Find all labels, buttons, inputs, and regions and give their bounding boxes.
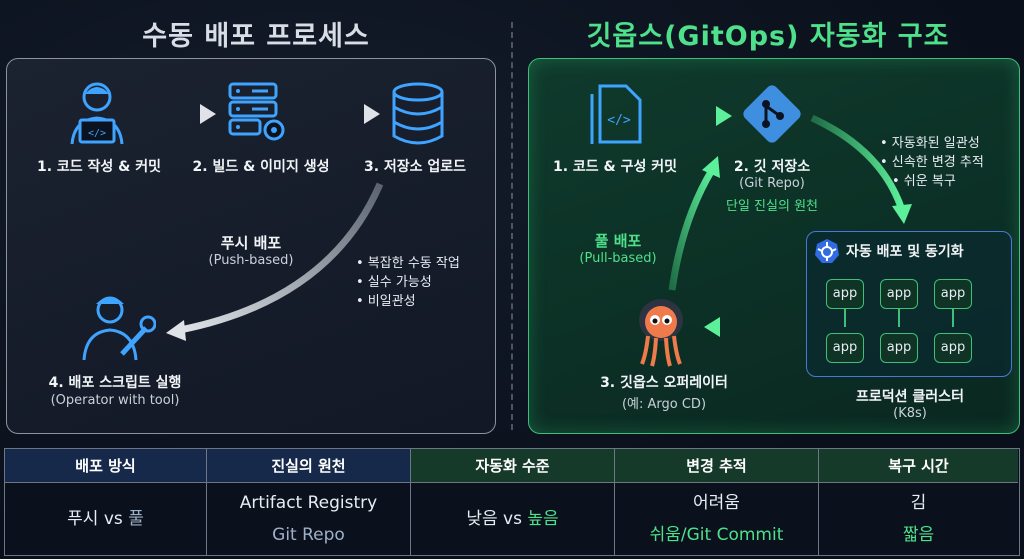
app-pod: app	[826, 279, 864, 309]
table-cell-text: 낮음 vs 높음	[466, 503, 558, 535]
comparison-table: 배포 방식 진실의 원천 자동화 수준 변경 추적 복구 시간 푸시 vs 풀 …	[4, 448, 1020, 556]
gitops-section-title: 깃옵스(GitOps) 자동화 구조	[586, 21, 950, 52]
gitops-step2-label: 2. 깃 저장소	[733, 159, 811, 175]
gitops-benefit-item: • 쉬운 복구	[892, 174, 956, 189]
svg-text:</>: </>	[88, 128, 106, 139]
cluster-sub: (K8s)	[893, 406, 927, 421]
build-server-icon	[228, 82, 285, 141]
manual-drawback-item: • 실수 가능성	[356, 275, 432, 290]
gitops-flow-arrows	[654, 106, 912, 337]
manual-section-title: 수동 배포 프로세스	[142, 21, 370, 52]
app-pod: app	[880, 279, 918, 309]
gitops-step2-sub: (Git Repo)	[739, 176, 805, 191]
manual-step3-label: 3. 저장소 업로드	[363, 159, 467, 175]
manual-value: 김	[910, 493, 927, 513]
gitops-benefit-item: • 신속한 변경 추적	[880, 155, 984, 170]
manual-drawback-item: • 비일관성	[356, 294, 416, 309]
git-logo-icon	[743, 85, 801, 143]
manual-step2-label: 2. 빌드 & 이미지 생성	[192, 159, 330, 175]
manual-flow-arrows	[142, 104, 384, 341]
manual-step1-label: 1. 코드 작성 & 커밋	[36, 159, 162, 175]
gitops-value: Git Repo	[272, 525, 345, 545]
table-cell: 김 짧음	[819, 483, 1018, 555]
manual-drawbacks-list: • 복잡한 수동 작업 • 실수 가능성 • 비일관성	[356, 254, 460, 311]
gitops-step1-label: 1. 코드 & 구성 커밋	[552, 159, 678, 175]
manual-step4-sub: (Operator with tool)	[50, 393, 180, 408]
section-divider	[511, 22, 513, 430]
gitops-benefits-list: • 자동화된 일관성 • 신속한 변경 추적 • 쉬운 복구	[880, 134, 984, 191]
table-cell: 어려움 쉬움/Git Commit	[615, 483, 819, 555]
app-connector	[898, 309, 900, 327]
push-deploy-label: 푸시 배포	[220, 234, 282, 252]
manual-value: Artifact Registry	[239, 493, 378, 513]
table-cell-text: 푸시 vs 풀	[67, 503, 144, 535]
table-header: 진실의 원천	[207, 449, 411, 483]
manual-value: 어려움	[693, 493, 740, 513]
argo-octopus-icon	[639, 299, 683, 367]
table-header: 배포 방식	[5, 449, 207, 483]
table-header: 복구 시간	[819, 449, 1018, 483]
pull-value: 풀	[128, 509, 144, 529]
manual-drawback-item: • 복잡한 수동 작업	[356, 256, 460, 271]
svg-text:</>: </>	[607, 113, 631, 128]
developer-icon: </>	[70, 82, 124, 145]
kubernetes-icon	[815, 239, 839, 263]
app-pod: app	[880, 333, 918, 363]
gitops-value: 쉬움/Git Commit	[649, 525, 784, 545]
table-header: 변경 추적	[615, 449, 819, 483]
table-cell: 푸시 vs 풀	[5, 483, 207, 555]
code-file-icon: </>	[590, 84, 642, 144]
manual-value: 낮음 vs	[466, 509, 528, 529]
single-source-of-truth-note: 단일 진실의 원천	[726, 199, 818, 214]
app-pod: app	[826, 333, 864, 363]
gitops-benefit-item: • 자동화된 일관성	[880, 136, 980, 151]
pull-deploy-label: 풀 배포	[594, 232, 642, 250]
operator-wrench-icon	[82, 296, 156, 361]
pull-deploy-sub: (Pull-based)	[579, 251, 657, 266]
table-cell: Artifact Registry Git Repo	[207, 483, 411, 555]
gitops-value: 짧음	[902, 525, 935, 545]
table-cell: 낮음 vs 높음	[411, 483, 615, 555]
cluster-title: 자동 배포 및 동기화	[846, 244, 964, 260]
cluster-name: 프로덕션 클러스터	[856, 389, 964, 405]
app-connector	[844, 309, 846, 327]
database-icon	[392, 82, 444, 145]
app-pod: app	[934, 279, 972, 309]
gitops-value: 높음	[527, 509, 559, 529]
gitops-step3-label: 3. 깃옵스 오퍼레이터	[600, 375, 728, 391]
gitops-step3-sub: (예: Argo CD)	[621, 397, 707, 412]
app-connector	[952, 309, 954, 327]
table-header: 자동화 수준	[411, 449, 615, 483]
push-deploy-sub: (Push-based)	[208, 253, 294, 268]
push-value: 푸시 vs	[67, 509, 129, 529]
app-pod: app	[934, 333, 972, 363]
manual-step4-label: 4. 배포 스크립트 실행	[48, 375, 182, 391]
